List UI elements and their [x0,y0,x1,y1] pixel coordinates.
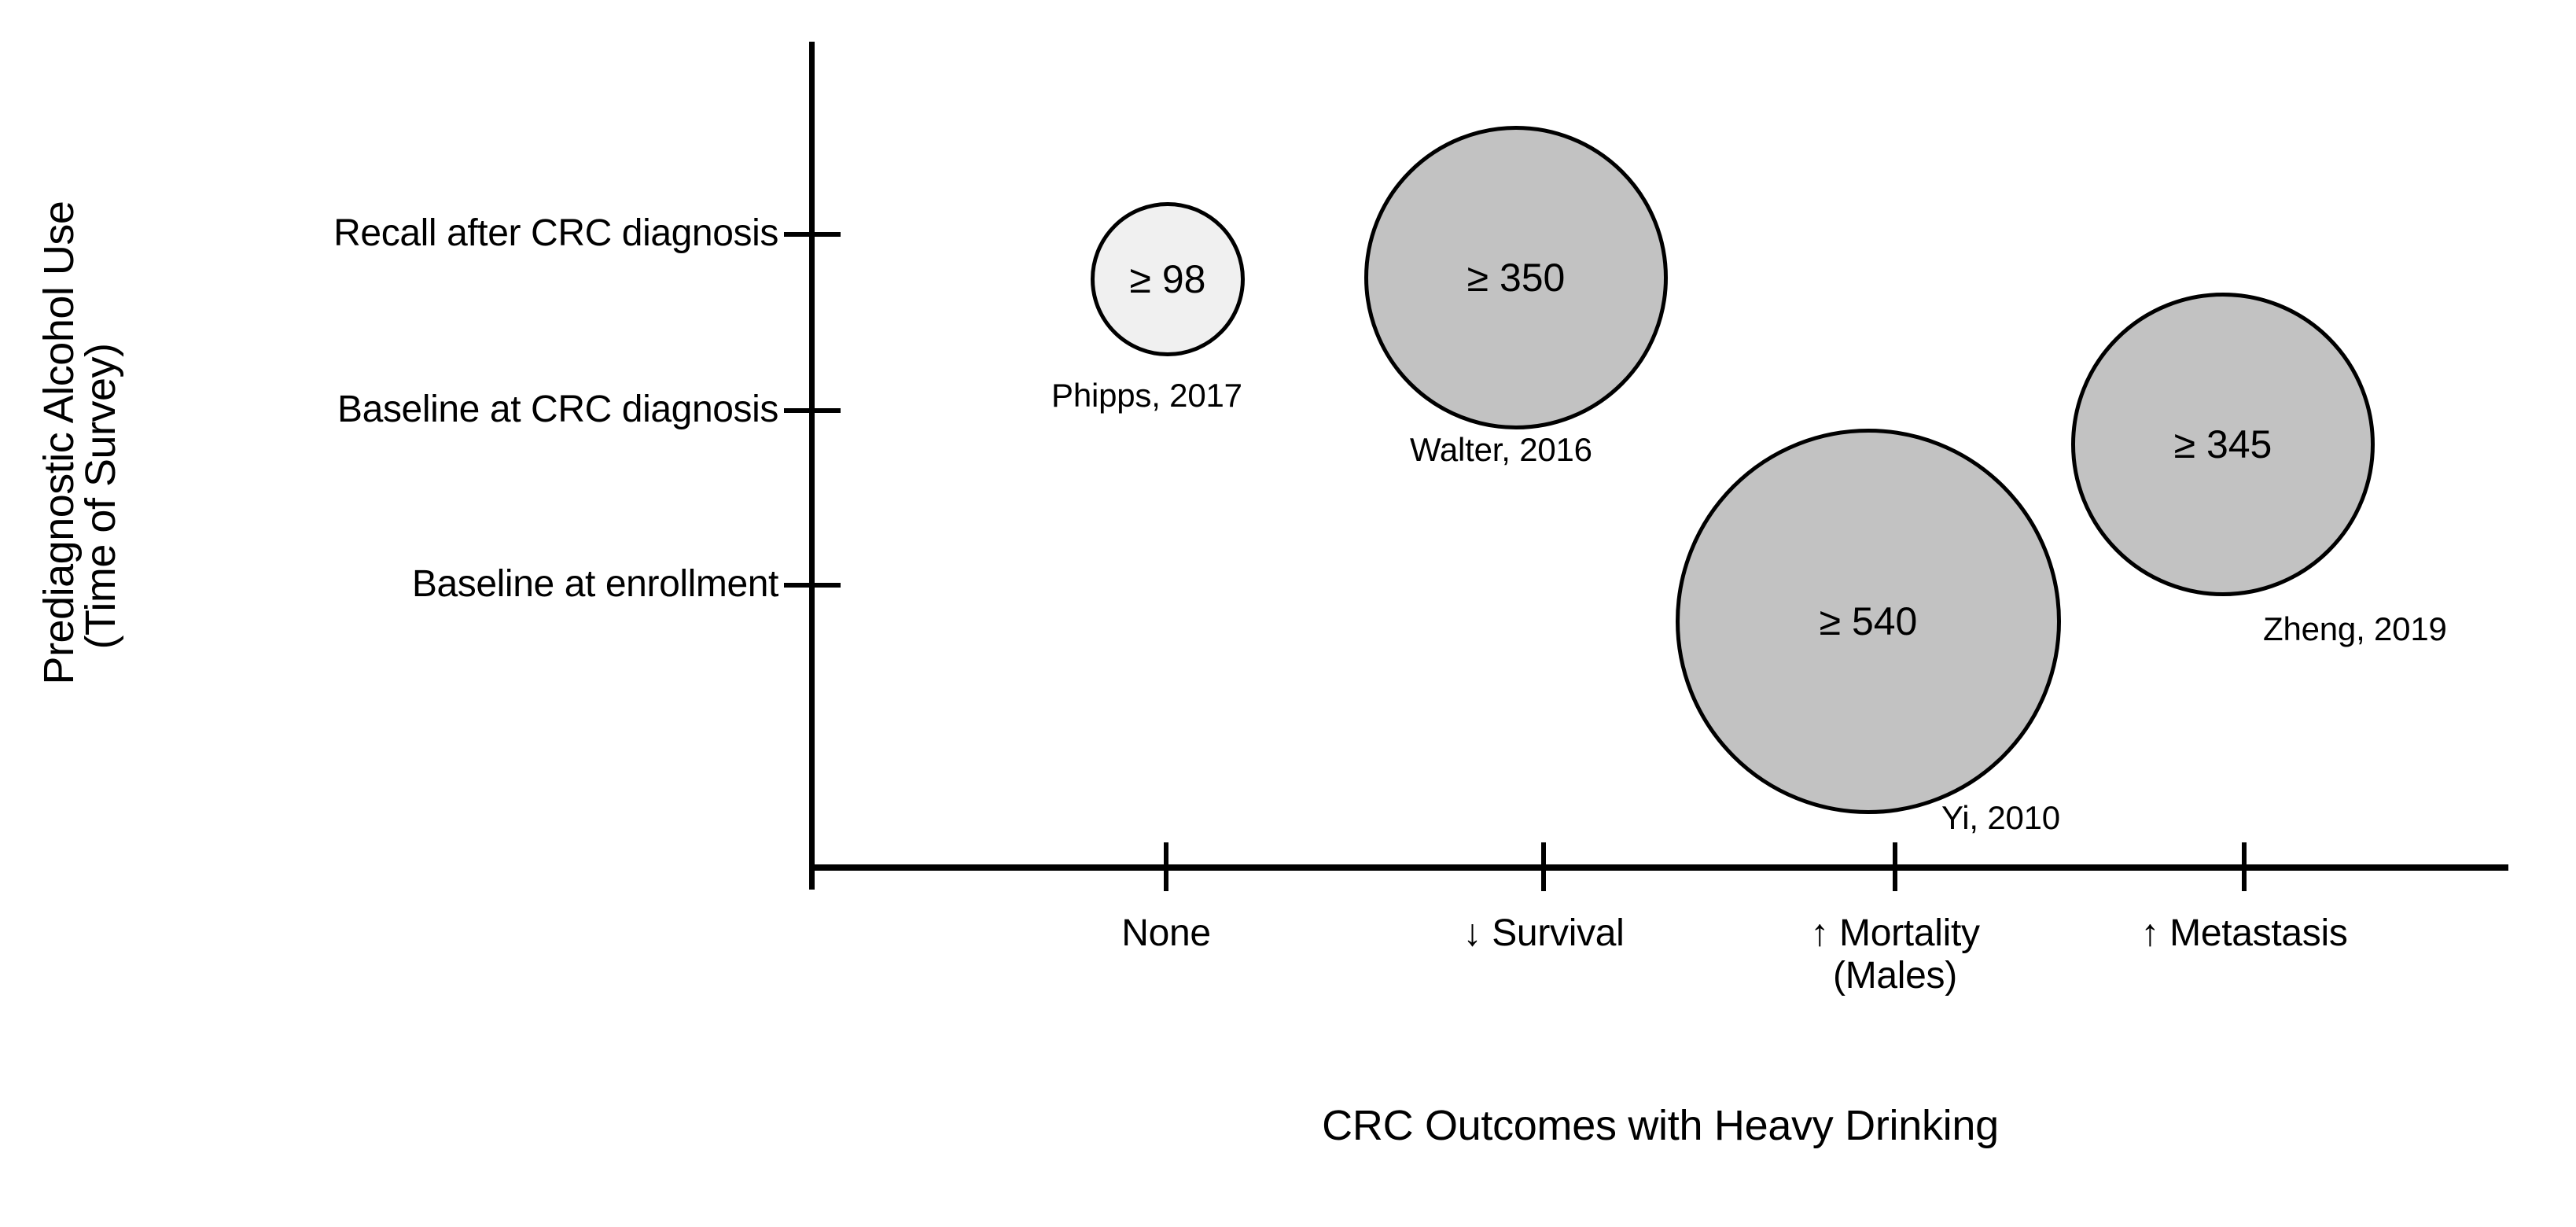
y-axis-title-line-2: (Time of Survey) [77,343,124,650]
bubble-value-phipps: ≥ 98 [1129,257,1206,301]
x-axis-tick-none [1164,842,1168,891]
bubble-citation-yi-2010: Yi, 2010 [1941,799,2060,836]
bubble-phipps-2017[interactable]: ≥ 98 [1091,202,1245,356]
y-axis-label-baseline-at-crc-diagnosis: Baseline at CRC diagnosis [337,389,778,430]
bubble-citation-walter-2016: Walter, 2016 [1410,431,1592,468]
x-axis-tick-metastasis [2242,842,2247,891]
x-axis-title: CRC Outcomes with Heavy Drinking [1322,1102,1999,1149]
y-axis-line [809,42,815,890]
x-axis-tick-mortality [1893,842,1897,891]
bubble-citation-phipps-2017: Phipps, 2017 [1051,377,1242,414]
bubble-value-zheng: ≥ 345 [2173,422,2272,466]
bubble-walter-2016[interactable]: ≥ 350 [1364,126,1668,429]
bubble-zheng-2019[interactable]: ≥ 345 [2071,293,2375,596]
y-axis-tick-baseline-at-enrollment [784,583,841,588]
x-axis-label-metastasis: ↑ Metastasis [2140,912,2348,954]
bubble-value-yi: ≥ 540 [1819,599,1918,643]
x-axis-tick-survival [1541,842,1546,891]
y-axis-label-recall-after-crc-diagnosis: Recall after CRC diagnosis [333,212,778,254]
x-axis-label-mortality-males: ↑ Mortality (Males) [1810,912,1980,997]
x-axis-line [812,864,2508,871]
y-axis-tick-recall-after-crc-diagnosis [784,232,841,237]
y-axis-label-baseline-at-enrollment: Baseline at enrollment [411,563,779,605]
bubble-value-walter: ≥ 350 [1466,256,1566,300]
bubble-citation-zheng-2019: Zheng, 2019 [2263,610,2447,647]
y-axis-tick-baseline-at-crc-diagnosis [784,408,841,413]
x-axis-label-survival: ↓ Survival [1463,912,1625,954]
x-axis-label-none: None [1121,912,1211,954]
bubble-yi-2010[interactable]: ≥ 540 [1676,429,2061,814]
